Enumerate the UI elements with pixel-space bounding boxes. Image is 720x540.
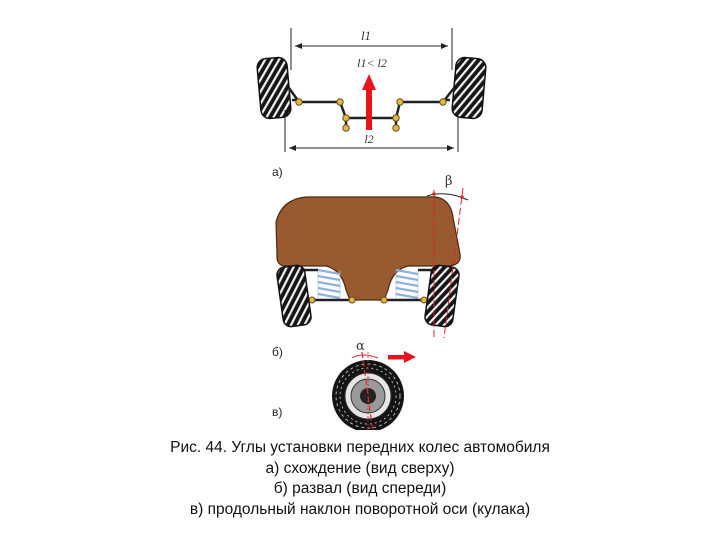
direction-arrow-up bbox=[362, 74, 376, 130]
alpha-label: α bbox=[356, 339, 365, 354]
wheel-alignment-diagram: l1 l1< l2 bbox=[256, 28, 487, 430]
left-front-wheel bbox=[256, 56, 292, 120]
caption-title: Рис. 44. Углы установки передних колес а… bbox=[170, 439, 550, 456]
caption-line-c: в) продольный наклон поворотной оси (кул… bbox=[189, 500, 531, 518]
l2-label: l2 bbox=[364, 132, 373, 146]
figure-caption: Рис. 44. Углы установки передних колес а… bbox=[0, 438, 720, 520]
left-coil-spring bbox=[317, 268, 341, 300]
beta-arc bbox=[426, 193, 469, 201]
side-wheel bbox=[332, 360, 404, 430]
panel-c-label: в) bbox=[272, 405, 282, 419]
l1-label: l1 bbox=[361, 28, 371, 43]
panel-a-label: а) bbox=[272, 165, 283, 179]
right-coil-spring bbox=[395, 268, 419, 300]
panel-c-caster: α в) bbox=[272, 339, 416, 430]
caption-line-a: а) схождение (вид сверху) bbox=[265, 459, 455, 477]
linkage-joints bbox=[295, 98, 447, 132]
steering-axis-line bbox=[361, 351, 374, 430]
direction-arrow-right bbox=[388, 351, 416, 363]
panel-b-camber: β б) bbox=[272, 174, 469, 359]
right-wheel-camber bbox=[424, 264, 460, 328]
left-wheel-camber bbox=[276, 264, 312, 328]
panel-a-toe: l1 l1< l2 bbox=[256, 28, 487, 179]
suspension-joints bbox=[308, 296, 428, 304]
wheel-plane-line bbox=[443, 187, 464, 339]
right-front-wheel bbox=[451, 56, 487, 120]
caption-line-b: б) развал (вид спереди) bbox=[273, 480, 447, 497]
l1-l2-relation: l1< l2 bbox=[357, 56, 387, 70]
panel-b-label: б) bbox=[272, 345, 283, 359]
beta-label: β bbox=[445, 174, 453, 189]
alpha-arc bbox=[351, 354, 379, 359]
